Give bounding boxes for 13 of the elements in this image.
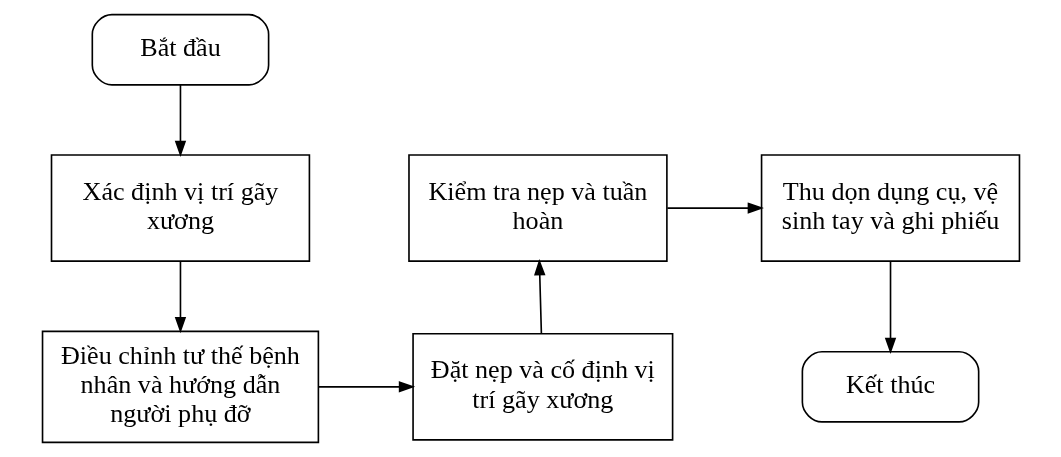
- node-box: Xác định vị trí gãy xương: [50, 154, 310, 262]
- node-box: Điều chỉnh tư thế bệnh nhân và hướng dẫn người phụ đỡ: [41, 330, 319, 444]
- arrow: [884, 260, 896, 355]
- arrow: [174, 260, 186, 334]
- arrow: [533, 258, 545, 335]
- arrow: [174, 84, 186, 158]
- node-box: Bắt đầu: [91, 13, 269, 86]
- node-box: Đặt nẹp và cố định vị trí gãy xương: [411, 332, 673, 441]
- node-box: Kiểm tra nẹp và tuần hoàn: [407, 154, 668, 262]
- arrow: [666, 202, 764, 214]
- arrow: [317, 381, 415, 393]
- node-box: Thu dọn dụng cụ, vệ sinh tay và ghi phiếu: [760, 154, 1020, 262]
- node-box: Kết thúc: [801, 350, 979, 423]
